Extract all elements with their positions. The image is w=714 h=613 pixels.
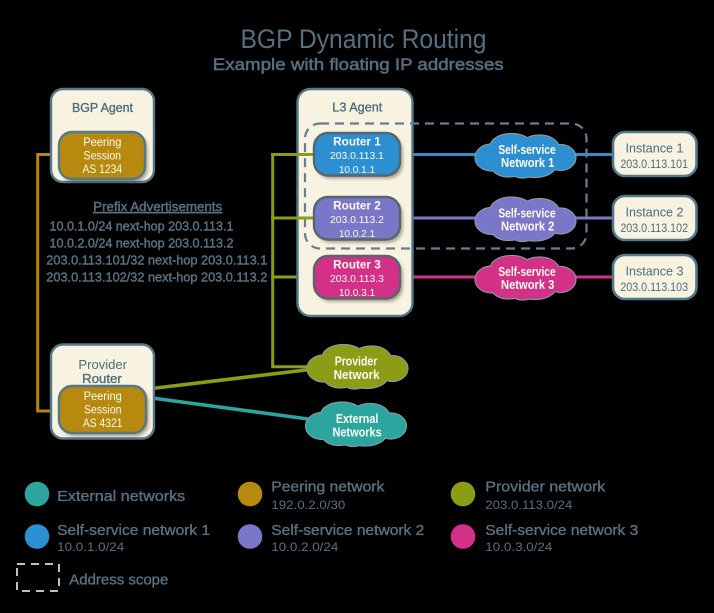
svg-text:Network 2: Network 2 [501, 220, 554, 234]
svg-text:Session: Session [84, 405, 122, 417]
svg-text:Self-service network 2: Self-service network 2 [271, 523, 424, 539]
svg-text:AS 4321: AS 4321 [83, 418, 123, 430]
svg-text:Router 3: Router 3 [333, 259, 381, 271]
svg-text:Self-service network 1: Self-service network 1 [57, 523, 210, 539]
svg-text:Peering: Peering [83, 137, 121, 149]
svg-text:Prefix Advertisements: Prefix Advertisements [93, 199, 223, 214]
svg-text:Network: Network [334, 368, 380, 382]
svg-text:Router: Router [82, 371, 122, 386]
svg-text:BGP Dynamic Routing: BGP Dynamic Routing [241, 24, 487, 54]
svg-text:Peering: Peering [84, 391, 122, 403]
svg-text:10.0.1.0/24: 10.0.1.0/24 [57, 540, 124, 554]
svg-text:Provider: Provider [335, 355, 378, 369]
svg-text:Instance 3: Instance 3 [626, 265, 684, 279]
svg-text:203.0.113.101: 203.0.113.101 [620, 159, 688, 171]
svg-text:Network 3: Network 3 [501, 278, 554, 292]
svg-text:203.0.113.101/32 next-hop 203.: 203.0.113.101/32 next-hop 203.0.113.1 [46, 253, 267, 268]
svg-text:External: External [336, 412, 379, 426]
svg-text:Instance 2: Instance 2 [626, 206, 684, 220]
svg-text:Router 1: Router 1 [333, 136, 381, 148]
svg-text:10.0.3.0/24: 10.0.3.0/24 [485, 540, 552, 554]
svg-text:Networks: Networks [332, 425, 381, 439]
svg-text:10.0.1.1: 10.0.1.1 [339, 164, 375, 176]
svg-text:10.0.2.1: 10.0.2.1 [339, 228, 375, 240]
svg-text:203.0.113.102/32 next-hop 203.: 203.0.113.102/32 next-hop 203.0.113.2 [46, 270, 267, 285]
svg-text:203.0.113.1: 203.0.113.1 [330, 150, 384, 162]
svg-text:Self-service: Self-service [498, 143, 555, 157]
svg-text:External networks: External networks [57, 489, 185, 505]
svg-text:Network 1: Network 1 [501, 156, 554, 170]
svg-text:BGP Agent: BGP Agent [72, 100, 133, 115]
svg-text:L3 Agent: L3 Agent [332, 100, 382, 115]
svg-text:Provider: Provider [78, 357, 127, 372]
svg-text:Self-service network 3: Self-service network 3 [485, 523, 638, 539]
svg-text:203.0.113.3: 203.0.113.3 [330, 273, 384, 285]
svg-text:203.0.113.103: 203.0.113.103 [620, 282, 688, 294]
svg-text:Router 2: Router 2 [333, 200, 381, 212]
svg-text:10.0.2.0/24: 10.0.2.0/24 [271, 540, 338, 554]
svg-text:10.0.3.1: 10.0.3.1 [339, 287, 375, 299]
svg-text:Example with floating IP addre: Example with floating IP addresses [213, 55, 504, 74]
svg-text:Self-service: Self-service [498, 265, 555, 279]
svg-text:10.0.1.0/24 next-hop 203.0.113: 10.0.1.0/24 next-hop 203.0.113.1 [50, 219, 234, 234]
svg-text:203.0.113.0/24: 203.0.113.0/24 [485, 498, 572, 512]
svg-text:203.0.113.2: 203.0.113.2 [330, 214, 384, 226]
svg-text:10.0.2.0/24 next-hop 203.0.113: 10.0.2.0/24 next-hop 203.0.113.2 [50, 236, 234, 251]
svg-text:Self-service: Self-service [498, 207, 555, 221]
svg-text:203.0.113.102: 203.0.113.102 [620, 223, 688, 235]
svg-text:Peering network: Peering network [271, 480, 385, 496]
svg-text:AS 1234: AS 1234 [83, 164, 123, 176]
svg-text:192.0.2.0/30: 192.0.2.0/30 [271, 498, 345, 512]
svg-text:Provider network: Provider network [485, 480, 606, 496]
svg-text:Address scope: Address scope [69, 573, 168, 589]
svg-text:Session: Session [84, 151, 122, 163]
svg-text:Instance 1: Instance 1 [626, 142, 684, 156]
